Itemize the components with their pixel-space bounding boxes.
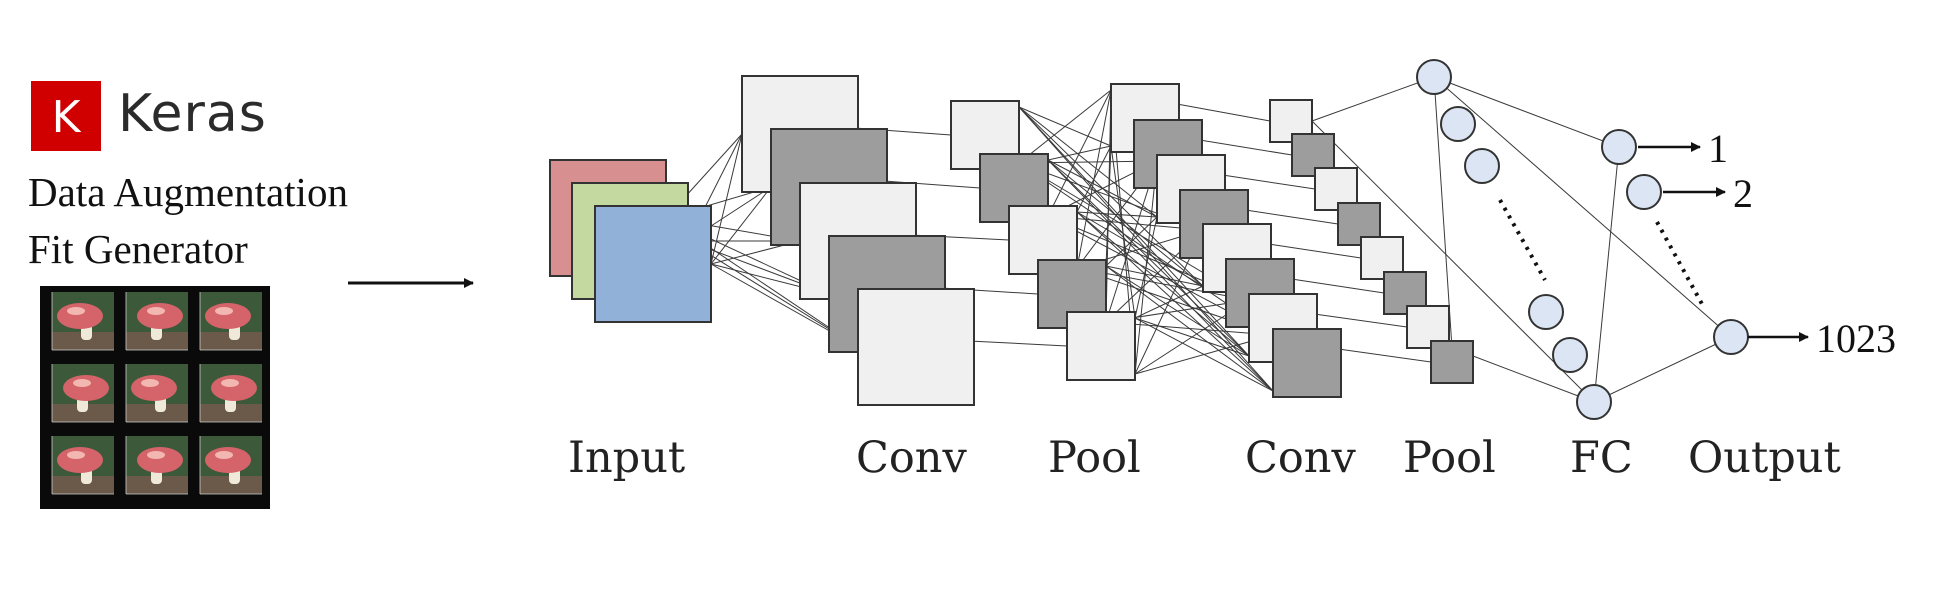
augmented-image-tile [51,436,114,495]
fc-neuron [1440,106,1476,142]
connection-line [1076,89,1112,269]
output-neuron [1626,174,1662,210]
connection-line [1018,89,1112,164]
fc-neuron [1576,384,1612,420]
input-layer [549,159,712,323]
connection-line [710,186,772,265]
augmented-image-tile [199,364,262,423]
connection-line [1451,347,1595,403]
connection-line [1134,160,1158,375]
fc-neuron [1464,148,1500,184]
caption-fit-generator: Fit Generator [28,226,248,272]
augmented-image-tile [125,292,188,351]
fc-neuron [1528,294,1564,330]
feature-map-conv1 [857,288,975,406]
connection-line [973,340,1068,347]
connection-line [1433,76,1453,349]
connection-line [1311,76,1435,122]
connection-line [1247,209,1339,225]
feature-map-conv2 [1272,328,1342,398]
stage-label-output: Output [1688,433,1841,483]
stage-label-input: Input [568,433,685,483]
output-neuron [1713,319,1749,355]
output-ellipsis-dots [1655,221,1704,305]
output-label-1023: 1023 [1816,316,1896,361]
connection-line [1293,278,1385,294]
augmented-image-tile [125,364,188,423]
stage-label-pool-1: Pool [1048,433,1141,483]
connection-line [1340,348,1432,363]
augmented-image-tile [51,364,114,423]
connection-line [1178,103,1271,122]
stage-label-fc: FC [1570,433,1633,483]
augmented-image-tile [125,436,188,495]
stage-label-conv-1: Conv [856,433,967,483]
fc-neuron [1416,59,1452,95]
keras-wordmark: Keras [118,84,267,144]
keras-logo: K [31,81,101,151]
feature-map-pool2 [1430,340,1474,384]
augmentation-image-grid [40,286,270,509]
augmented-image-tile [199,292,262,351]
feature-map-pool2 [1383,271,1427,315]
output-label-1: 1 [1708,126,1728,171]
fc-neuron [1552,337,1588,373]
connection-line [1311,120,1595,403]
input-channel-blue [594,205,712,323]
connection-line [1224,174,1316,190]
feature-map-pool1 [1066,311,1136,381]
connection-line [1593,146,1620,403]
connection-line [1433,76,1732,338]
keras-logo-letter: K [52,92,82,143]
augmented-image-tile [51,292,114,351]
fc-ellipsis-dots [1498,199,1547,281]
connection-line [1593,336,1732,403]
connection-line [1270,243,1362,259]
augmented-image-tile [199,436,262,495]
stage-label-pool-2: Pool [1403,433,1496,483]
connection-line [1433,76,1620,148]
connection-line [1316,313,1408,328]
caption-data-augmentation: Data Augmentation [28,169,348,215]
connection-line [1201,139,1293,156]
output-neuron [1601,129,1637,165]
keras-logo-badge [31,81,101,151]
connection-line [710,133,743,265]
connection-line [1047,89,1112,217]
output-label-2: 2 [1733,171,1753,216]
stage-label-conv-2: Conv [1245,433,1356,483]
